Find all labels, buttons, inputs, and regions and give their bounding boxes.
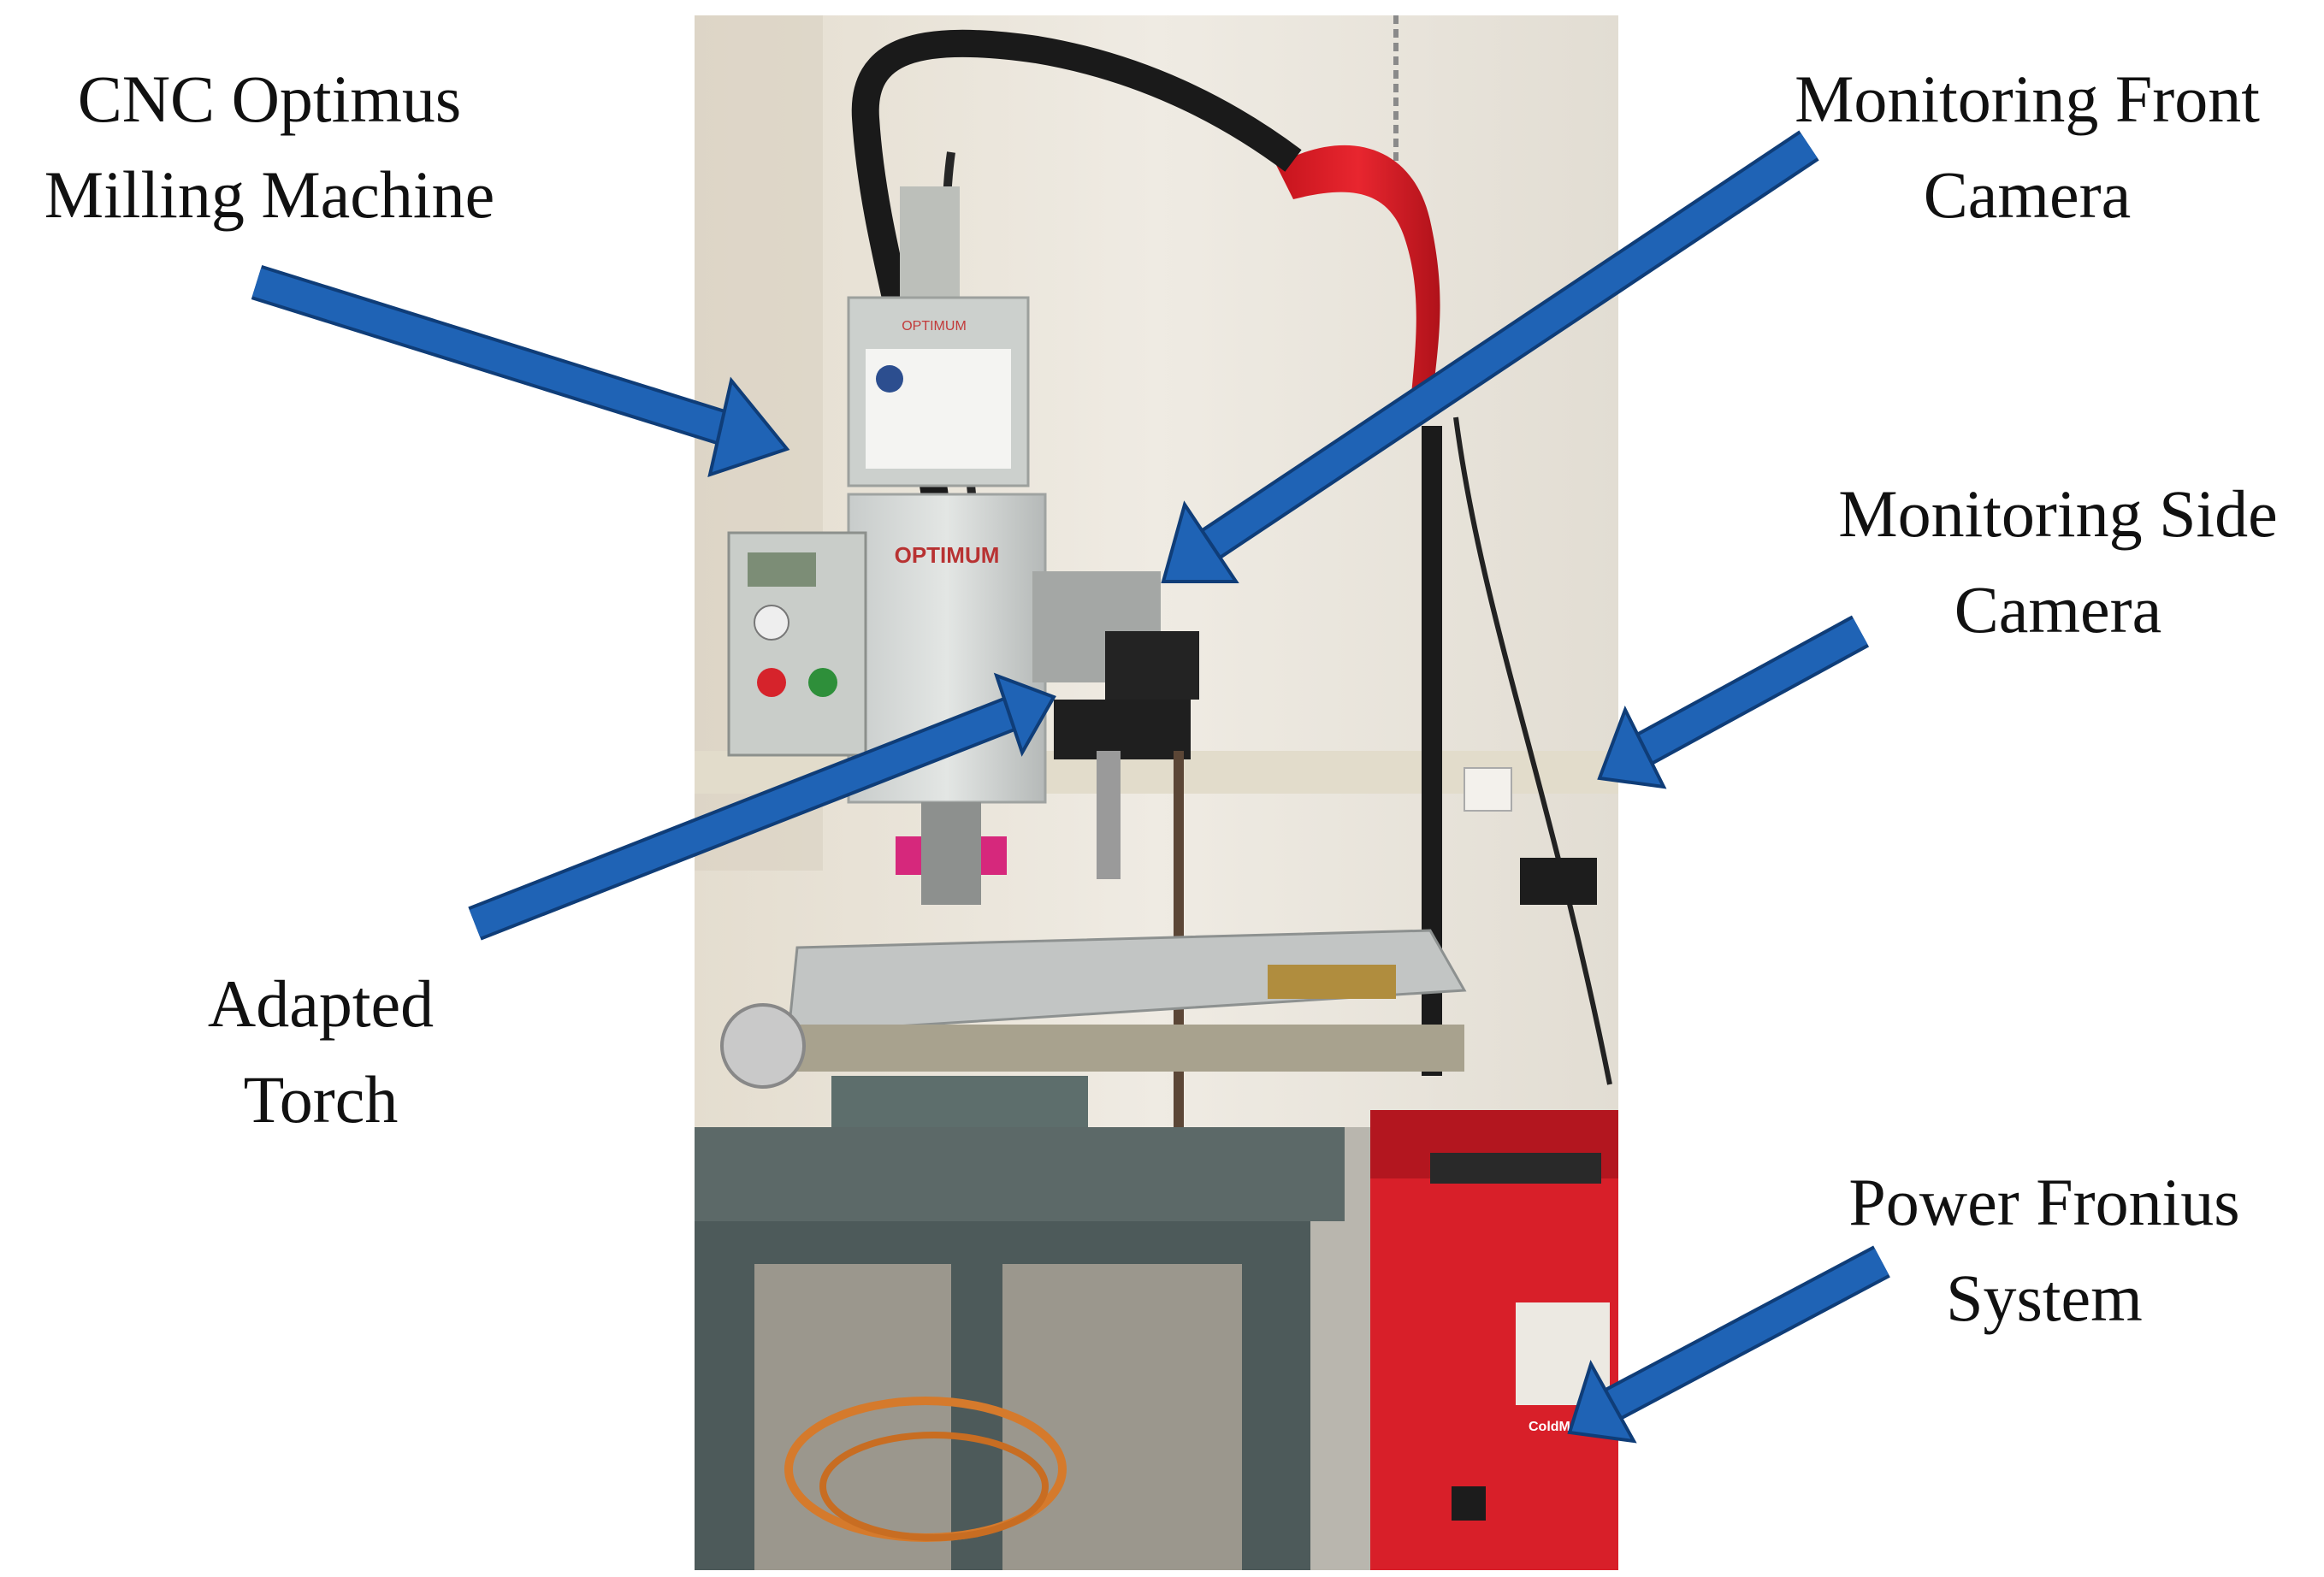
side-camera [1520, 858, 1597, 905]
control-red-button [757, 668, 786, 697]
label-side-line1: Monitoring Side [1838, 476, 2278, 551]
optimum-sign: OPTIMUM [895, 542, 1000, 568]
label-monitoring-side-camera: Monitoring Side Camera [1792, 466, 2324, 658]
adapted-torch-nozzle [1097, 751, 1121, 879]
label-cnc-line1: CNC Optimus [77, 62, 462, 136]
label-front-line1: Monitoring Front [1795, 62, 2260, 136]
label-front-line2: Camera [1923, 157, 2132, 232]
support-frame-gap-right [1002, 1264, 1242, 1570]
front-camera [1105, 631, 1199, 700]
torch-holder [1054, 700, 1191, 759]
work-plate [787, 929, 1467, 1035]
label-monitoring-front-camera: Monitoring Front Camera [1736, 51, 2318, 243]
control-green-button [808, 668, 837, 697]
spindle [921, 802, 981, 905]
mill-head [847, 493, 1047, 804]
table-handwheel [720, 1003, 806, 1089]
optimum-sign-small: OPTIMUM [902, 319, 967, 334]
label-cnc-line2: Milling Machine [44, 157, 495, 232]
frame-table-top [695, 1127, 1345, 1221]
university-logo [876, 365, 903, 393]
control-display [748, 552, 816, 587]
label-torch-line2: Torch [243, 1062, 399, 1137]
label-adapted-torch: Adapted Torch [154, 956, 488, 1148]
table-rail [789, 1025, 1464, 1072]
label-power-fronius-system: Power Fronius System [1788, 1155, 2301, 1346]
wall-outlet [1464, 767, 1512, 812]
fronius-panel [1516, 1302, 1610, 1405]
label-side-line2: Camera [1954, 572, 2162, 647]
wire-spool-handle [1430, 1153, 1601, 1184]
machine-photo: OPTIMUM OPTIMUM [695, 15, 1618, 1570]
label-power-line2: System [1946, 1261, 2143, 1335]
label-torch-line1: Adapted [207, 966, 435, 1041]
label-cnc-optimus-milling-machine: CNC Optimus Milling Machine [0, 51, 539, 243]
control-dial [754, 605, 789, 641]
coldmet-label: ColdMet [1529, 1420, 1583, 1434]
mill-motor-housing [900, 186, 960, 298]
orange-hose-coil-2 [819, 1432, 1049, 1541]
torch-mount-gold [1268, 965, 1396, 999]
fronius-knob [1452, 1486, 1486, 1521]
machine-photo-illustration: OPTIMUM OPTIMUM [695, 15, 1618, 1570]
label-power-line1: Power Fronius [1848, 1165, 2240, 1239]
